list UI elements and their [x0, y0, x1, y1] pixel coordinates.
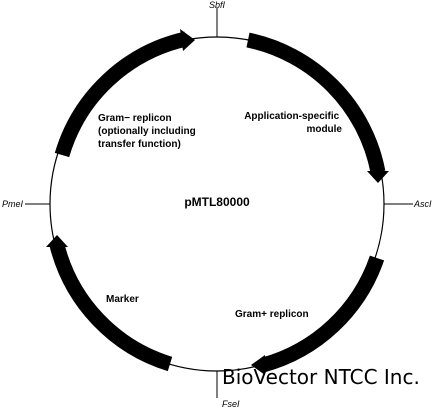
gram-negative-replicon-arrowhead [180, 29, 195, 51]
application-module-arc [246, 32, 386, 174]
marker-arrowhead [46, 235, 68, 247]
sbfi-site-label: SbfI [209, 0, 226, 10]
gram-negative-replicon-arc [54, 31, 188, 158]
plasmid-name: pMTL80000 [184, 195, 250, 209]
pmei-site-label: PmeI [2, 199, 24, 209]
gram-negative-replicon-label: Gram− replicon (optionally including tra… [98, 113, 199, 150]
gram-positive-replicon-arrowhead [251, 355, 265, 375]
gram-positive-replicon-label: Gram+ replicon [235, 309, 309, 320]
fsei-site-label: FseI [222, 399, 240, 409]
asci-site-label: AscI [413, 199, 432, 209]
application-module-arrowhead [367, 171, 389, 183]
marker-arc [49, 243, 173, 372]
application-module-label: Application-specific module [244, 111, 342, 135]
gram-positive-replicon-arc [260, 255, 385, 373]
watermark-text: BioVector NTCC Inc. [222, 365, 420, 389]
marker-label: Marker [106, 294, 139, 305]
